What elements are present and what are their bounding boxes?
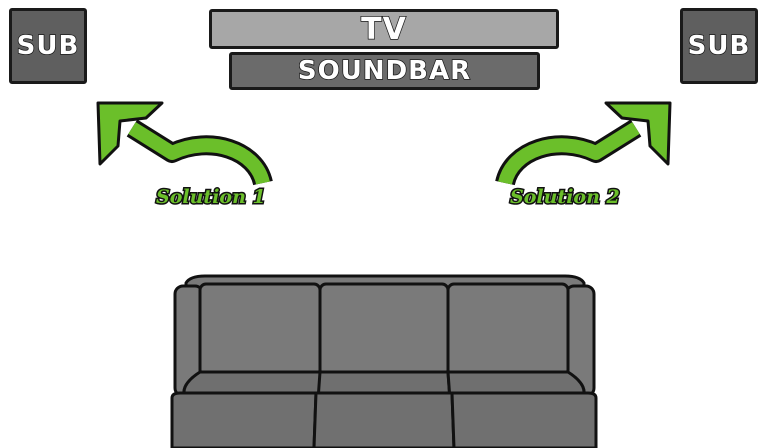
sofa-icon bbox=[170, 274, 598, 448]
tv: TV bbox=[209, 9, 559, 49]
subwoofer-right-label: SUB bbox=[687, 30, 751, 62]
soundbar: SOUNDBAR bbox=[229, 52, 540, 90]
subwoofer-left: SUB bbox=[9, 8, 87, 84]
subwoofer-right: SUB bbox=[680, 8, 758, 84]
curved-arrow-up-right-icon bbox=[495, 101, 672, 186]
soundbar-label: SOUNDBAR bbox=[297, 55, 472, 87]
solution-1-label: Solution 1 bbox=[155, 185, 268, 210]
subwoofer-left-label: SUB bbox=[16, 30, 80, 62]
curved-arrow-up-left-icon bbox=[96, 101, 273, 186]
solution-2-label: Solution 2 bbox=[509, 185, 622, 210]
tv-label: TV bbox=[360, 11, 407, 48]
